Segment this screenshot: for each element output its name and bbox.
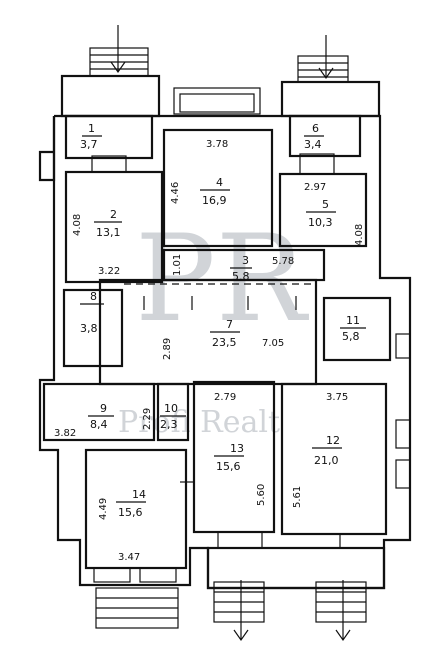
- watermark-text: Profi Realt: [118, 405, 280, 440]
- room-9-number: 9: [100, 402, 107, 415]
- room-14-number: 14: [132, 488, 146, 501]
- dim-4-46: 4.46: [170, 182, 181, 204]
- dim-5-60: 5.60: [256, 484, 267, 506]
- doors: [91, 153, 411, 583]
- entrance-steps-bottom-center: [213, 580, 265, 642]
- dim-2-29: 2.29: [142, 408, 153, 430]
- room-5-area: 10,3: [308, 216, 333, 229]
- room-3-area: 5.8: [232, 270, 250, 283]
- room-4-number: 4: [216, 176, 223, 189]
- room-9-area: 8,4: [90, 418, 108, 431]
- dim-5-61: 5.61: [292, 486, 303, 508]
- bay-window: [173, 87, 261, 115]
- room-2-number: 2: [110, 208, 117, 221]
- room-10-area: 2,3: [160, 418, 178, 431]
- room-labels: 1 3,7 2 13,1 3 5.8 4 16,9 5 10,3 6 3,4 7…: [80, 122, 366, 519]
- dim-2-97: 2.97: [304, 182, 326, 193]
- room-1-area: 3,7: [80, 138, 98, 151]
- entrance-steps-bottom-left: [95, 587, 179, 629]
- dim-4-49: 4.49: [98, 498, 109, 520]
- room-3-number: 3: [242, 254, 249, 267]
- dim-3-75: 3.75: [326, 392, 348, 403]
- dim-4-08-left: 4.08: [72, 214, 83, 236]
- room-13-area: 15,6: [216, 460, 241, 473]
- dim-7-05: 7.05: [262, 338, 284, 349]
- room-8-area: 3,8: [80, 322, 98, 335]
- dim-3-82: 3.82: [54, 428, 76, 439]
- room-5-number: 5: [322, 198, 329, 211]
- room-8-number: 8: [90, 290, 97, 303]
- interior-walls: [42, 114, 392, 590]
- vestibule-left: [60, 74, 161, 118]
- room-2-area: 13,1: [96, 226, 121, 239]
- dim-5-78: 5.78: [272, 256, 294, 267]
- dim-1-01: 1.01: [172, 254, 183, 276]
- room-11-area: 5,8: [342, 330, 360, 343]
- dimension-labels: 3.78 4.46 2.97 4.08 4.08 3.22 1.01 5.78 …: [54, 139, 365, 563]
- dim-2-79: 2.79: [214, 392, 236, 403]
- dim-3-78: 3.78: [206, 139, 228, 150]
- room-12-area: 21,0: [314, 454, 339, 467]
- dim-3-22: 3.22: [98, 266, 120, 277]
- bay-window-inner: [179, 93, 255, 113]
- entrance-steps-top-left: [89, 25, 149, 77]
- room-14-area: 15,6: [118, 506, 143, 519]
- room-6-number: 6: [312, 122, 319, 135]
- room-10-number: 10: [164, 402, 178, 415]
- vestibule-right: [280, 80, 381, 118]
- room-1-number: 1: [88, 122, 95, 135]
- entrance-steps-top-right: [297, 35, 349, 83]
- outer-walls: [38, 114, 412, 590]
- dim-4-08-right: 4.08: [354, 224, 365, 246]
- room-11-number: 11: [346, 314, 360, 327]
- room-4-area: 16,9: [202, 194, 227, 207]
- room-6-area: 3,4: [304, 138, 322, 151]
- dim-3-47: 3.47: [118, 552, 140, 563]
- room-7-number: 7: [226, 318, 233, 331]
- room-12-number: 12: [326, 434, 340, 447]
- entrance-steps-bottom-right: [315, 580, 367, 642]
- room-13-number: 13: [230, 442, 244, 455]
- room-7-area: 23,5: [212, 336, 237, 349]
- dim-2-89: 2.89: [162, 338, 173, 360]
